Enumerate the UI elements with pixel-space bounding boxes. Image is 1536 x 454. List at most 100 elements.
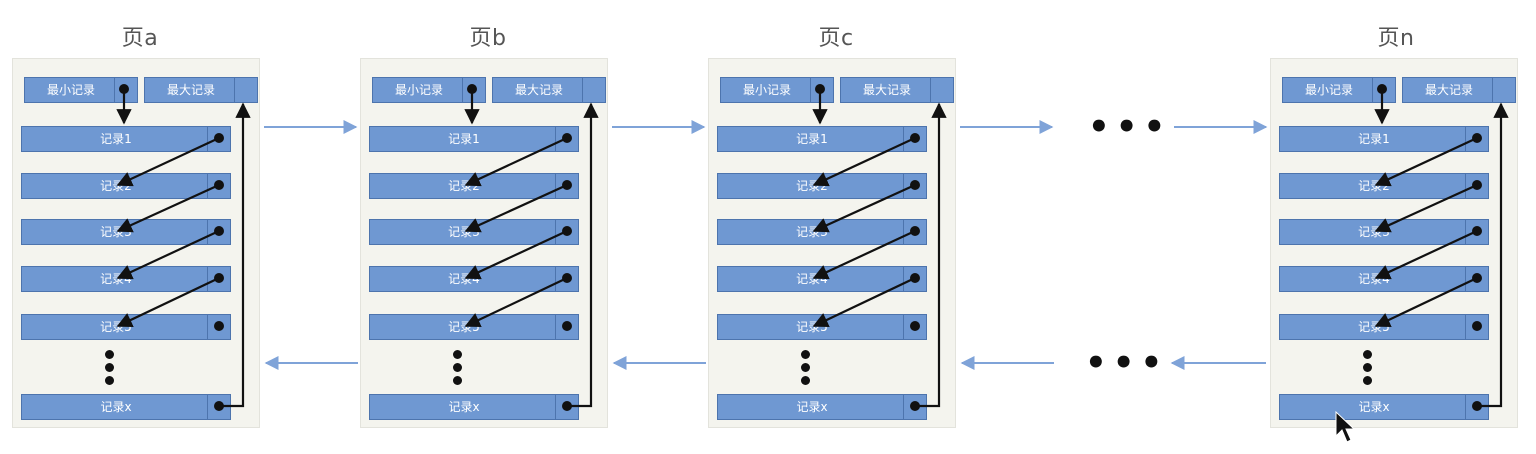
record-4-pointer-cell	[555, 267, 578, 291]
vertical-ellipsis-icon	[1363, 350, 1373, 389]
record-2-pointer-cell	[1465, 174, 1488, 198]
record-x-to-max-record-arrow	[567, 102, 599, 408]
record-x-pointer-cell	[903, 395, 926, 419]
min-record: 最小记录	[24, 77, 138, 103]
record-4-pointer-cell	[207, 267, 230, 291]
record-1-label: 记录1	[448, 132, 480, 146]
min-record-pointer-cell	[810, 78, 833, 102]
min-record-label: 最小记录	[46, 83, 95, 97]
record-x: 记录x	[717, 394, 927, 420]
min-record-label: 最小记录	[1304, 83, 1353, 97]
page-title-a: 页a	[121, 26, 159, 51]
record-5-pointer-cell	[903, 315, 926, 339]
record-1-pointer-cell	[207, 127, 230, 151]
page-title-c: 页c	[818, 26, 854, 51]
record-x-pointer-cell	[1465, 395, 1488, 419]
record-3-next-arrow	[116, 230, 220, 280]
min-record-pointer-cell	[462, 78, 485, 102]
record-5-pointer-cell	[1465, 315, 1488, 339]
record-2-next-arrow	[1374, 183, 1478, 233]
record-1-next-arrow	[464, 137, 568, 187]
record-x: 记录x	[1279, 394, 1489, 420]
record-x-label: 记录x	[796, 400, 828, 414]
record-5-pointer-dot	[1472, 321, 1482, 331]
record-5-pointer-dot	[910, 321, 920, 331]
max-record: 最大记录	[492, 77, 606, 103]
min-record-label: 最小记录	[394, 83, 443, 97]
record-4-pointer-cell	[903, 267, 926, 291]
vertical-ellipsis-icon	[105, 350, 115, 389]
record-4-next-arrow	[812, 277, 916, 328]
record-1-label: 记录1	[1358, 132, 1390, 146]
record-2-pointer-cell	[903, 174, 926, 198]
record-2-next-arrow	[464, 183, 568, 233]
min-record-pointer-cell	[1372, 78, 1395, 102]
record-3-pointer-cell	[555, 220, 578, 244]
record-5-pointer-cell	[207, 315, 230, 339]
record-2-pointer-cell	[207, 174, 230, 198]
min-record-pointer-cell	[114, 78, 137, 102]
gap-ellipsis-bottom: •••	[1085, 343, 1169, 383]
record-5-pointer-dot	[214, 321, 224, 331]
record-1-label: 记录1	[796, 132, 828, 146]
record-1-label: 记录1	[100, 132, 132, 146]
record-x: 记录x	[21, 394, 231, 420]
record-3-pointer-cell	[1465, 220, 1488, 244]
record-3-next-arrow	[812, 230, 916, 280]
record-1-next-arrow	[812, 137, 916, 187]
record-x-to-max-record-arrow	[915, 102, 947, 408]
max-record-label: 最大记录	[514, 83, 563, 97]
min-record: 最小记录	[372, 77, 486, 103]
page-title-b: 页b	[469, 26, 507, 51]
min-record: 最小记录	[720, 77, 834, 103]
max-record: 最大记录	[840, 77, 954, 103]
record-5-pointer-dot	[562, 321, 572, 331]
max-record-pointer-cell	[1492, 78, 1515, 102]
min-record: 最小记录	[1282, 77, 1396, 103]
record-1: 记录1	[369, 126, 579, 152]
record-3-pointer-cell	[207, 220, 230, 244]
record-x-label: 记录x	[1358, 400, 1390, 414]
record-x-to-max-record-arrow	[1477, 102, 1509, 408]
record-3-pointer-cell	[903, 220, 926, 244]
record-x-to-max-record-arrow	[219, 102, 251, 408]
vertical-ellipsis-icon	[801, 350, 811, 389]
record-x-pointer-cell	[555, 395, 578, 419]
vertical-ellipsis-icon	[453, 350, 463, 389]
min-record-label: 最小记录	[742, 83, 791, 97]
max-record-pointer-cell	[930, 78, 953, 102]
max-record: 最大记录	[1402, 77, 1516, 103]
record-1-pointer-cell	[903, 127, 926, 151]
record-1-pointer-cell	[1465, 127, 1488, 151]
record-2-next-arrow	[812, 183, 916, 233]
record-4-next-arrow	[116, 277, 220, 328]
record-4: 记录4	[369, 266, 579, 292]
record-1-next-arrow	[1374, 137, 1478, 187]
record-x-label: 记录x	[448, 400, 480, 414]
max-record-label: 最大记录	[862, 83, 911, 97]
record-4-pointer-cell	[1465, 267, 1488, 291]
record-5-pointer-cell	[555, 315, 578, 339]
record-3-next-arrow	[1374, 230, 1478, 280]
gap-ellipsis-top: •••	[1088, 107, 1172, 147]
record-2-next-arrow	[116, 183, 220, 233]
mouse-cursor-icon	[1335, 410, 1356, 443]
max-record-pointer-cell	[234, 78, 257, 102]
record-4-next-arrow	[1374, 277, 1478, 328]
max-record-label: 最大记录	[166, 83, 215, 97]
max-record: 最大记录	[144, 77, 258, 103]
page-title-n: 页n	[1377, 26, 1415, 51]
record-2-pointer-cell	[555, 174, 578, 198]
record-1-next-arrow	[116, 137, 220, 187]
record-4-next-arrow	[464, 277, 568, 328]
record-3-next-arrow	[464, 230, 568, 280]
record-1: 记录1	[21, 126, 231, 152]
record-1-pointer-cell	[555, 127, 578, 151]
record-x: 记录x	[369, 394, 579, 420]
max-record-label: 最大记录	[1424, 83, 1473, 97]
record-x-label: 记录x	[100, 400, 132, 414]
